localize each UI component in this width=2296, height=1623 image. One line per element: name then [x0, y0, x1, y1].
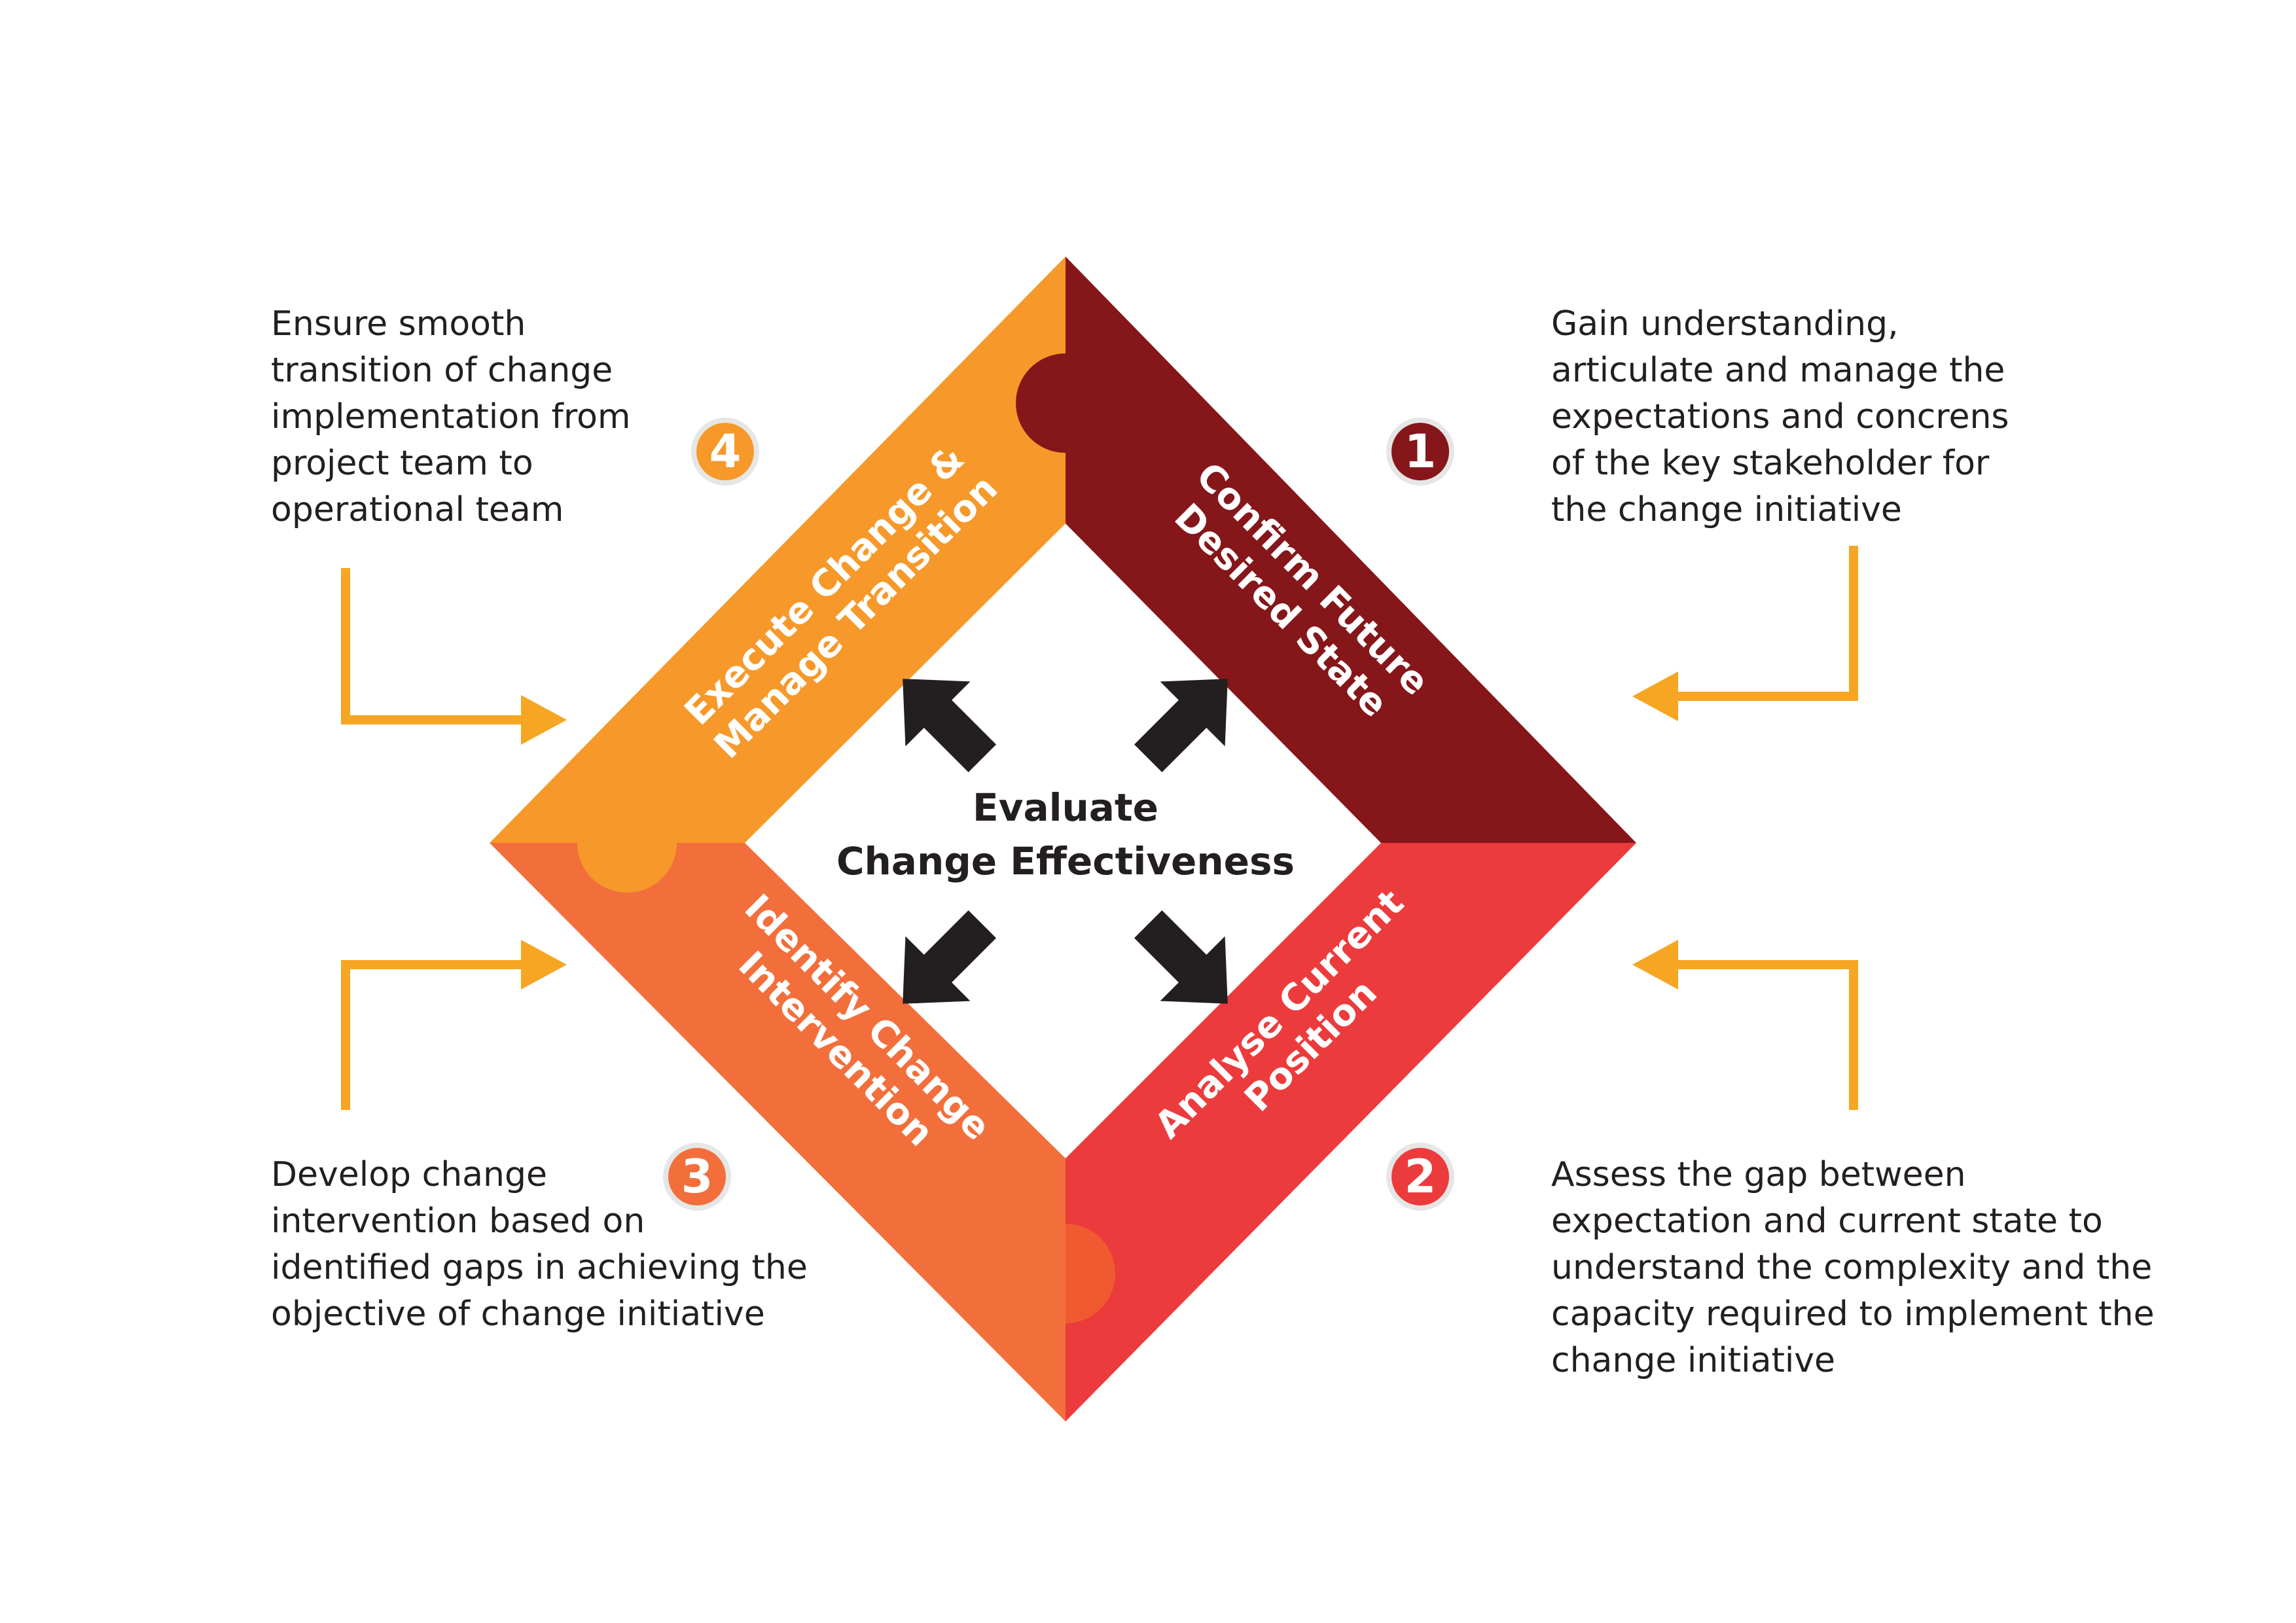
description-step-2-line: expectation and current state to [1551, 1202, 2103, 1241]
puzzle-knob-left [577, 843, 677, 893]
description-step-4-line: transition of change [271, 351, 613, 390]
segment-identify-change-intervention [490, 843, 1066, 1421]
description-step-2-line: capacity required to implement the [1551, 1294, 2155, 1334]
connector-step-3-icon [341, 960, 524, 1110]
description-step-3: Develop change intervention based on ide… [271, 1152, 808, 1338]
description-step-3-line: intervention based on [271, 1202, 645, 1241]
description-step-1-line: Gain understanding, [1551, 304, 1899, 344]
segment-execute-change-manage-transition [490, 257, 1066, 843]
badge-step-2: 2 [1386, 1143, 1454, 1211]
description-step-3-line: objective of change initiative [271, 1294, 765, 1334]
badge-step-4: 4 [691, 418, 759, 486]
center-title-line1: Evaluate [973, 785, 1158, 830]
badge-step-3: 3 [663, 1143, 731, 1211]
badge-step-2-number: 2 [1405, 1150, 1437, 1204]
description-step-4-line: project team to [271, 444, 533, 483]
description-step-3-line: identified gaps in achieving the [271, 1248, 808, 1287]
description-step-4: Ensure smooth transition of change imple… [271, 301, 631, 533]
description-step-4-line: Ensure smooth [271, 304, 526, 344]
connector-step-4-arrowhead-icon [521, 695, 567, 745]
description-step-3-line: Develop change [271, 1155, 547, 1194]
connector-step-2-icon [1676, 960, 1858, 1110]
description-step-2-line: understand the complexity and the [1551, 1248, 2153, 1287]
description-step-2-line: change initiative [1551, 1341, 1836, 1380]
description-step-2-line: Assess the gap between [1551, 1155, 1966, 1194]
description-step-1-line: expectations and concrens [1551, 397, 2009, 437]
description-step-1-line: of the key stakeholder for [1551, 444, 1990, 483]
segment-analyse-current-position [1066, 843, 1636, 1421]
connector-step-3-arrowhead-icon [521, 940, 567, 990]
connector-step-1-arrowhead-icon [1632, 671, 1678, 721]
description-step-1-line: the change initiative [1551, 490, 1902, 529]
badge-step-1-number: 1 [1405, 425, 1437, 478]
puzzle-knob-top [1016, 353, 1066, 453]
badge-step-4-number: 4 [709, 425, 742, 478]
connector-step-1-icon [1676, 546, 1858, 701]
description-step-1-line: articulate and manage the [1551, 351, 2005, 390]
description-step-1: Gain understanding, articulate and manag… [1551, 301, 2009, 533]
center-title-line2: Change Effectiveness [836, 839, 1295, 883]
connector-step-4-icon [341, 568, 524, 724]
description-step-4-line: operational team [271, 490, 564, 529]
badge-step-1: 1 [1386, 418, 1454, 486]
connector-step-2-arrowhead-icon [1632, 940, 1678, 990]
segment-confirm-future-desired-state [1066, 257, 1636, 843]
badge-step-3-number: 3 [681, 1150, 713, 1204]
puzzle-knob-bottom [1066, 1224, 1115, 1323]
description-step-4-line: implementation from [271, 397, 631, 437]
description-step-2: Assess the gap between expectation and c… [1551, 1152, 2155, 1384]
